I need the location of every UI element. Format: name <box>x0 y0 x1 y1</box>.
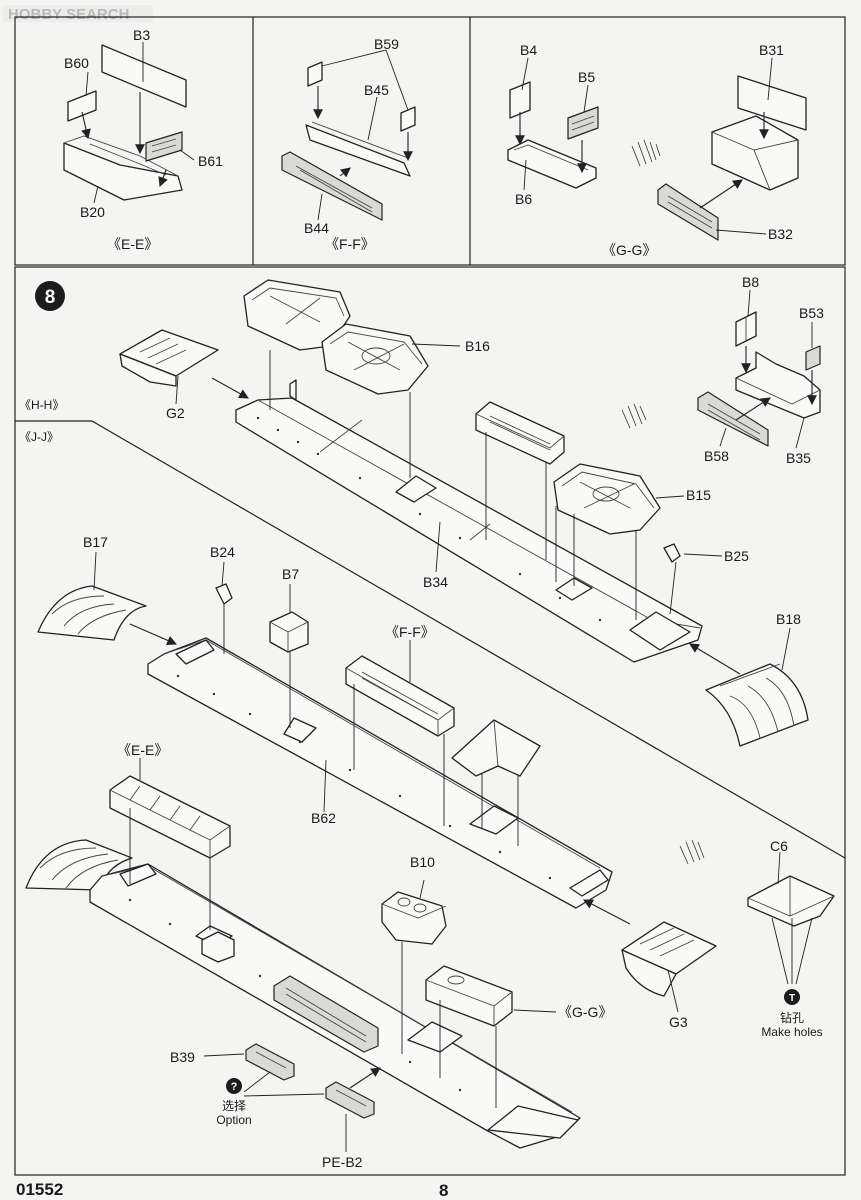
top-frame <box>14 16 846 266</box>
label-b59: B59 <box>374 36 399 52</box>
sub-assembly-f-f: B59 B45 B44 《F-F》 <box>281 36 416 252</box>
assembly-lower: 《E-E》 B10 《G-G》 B39 PE-B2 <box>25 742 612 1170</box>
note-drill-cn: 钻孔 <box>780 1010 804 1025</box>
label-b17: B17 <box>83 534 108 550</box>
part-b6-tray <box>507 139 597 189</box>
kit-number: 01552 <box>16 1180 63 1199</box>
step-number-badge: 8 <box>35 281 65 311</box>
drill-holes-icon: T <box>784 989 800 1005</box>
label-b5: B5 <box>578 69 595 85</box>
part-b20-box <box>63 142 183 201</box>
svg-text:?: ? <box>231 1081 238 1093</box>
note-option-cn: 选择 <box>222 1099 246 1113</box>
watermark-logo: HOBBY SEARCH <box>3 5 153 23</box>
label-b32: B32 <box>768 226 793 242</box>
label-g3: G3 <box>669 1014 688 1030</box>
part-c6-bracket <box>747 875 835 927</box>
label-pe-b2: PE-B2 <box>322 1154 363 1170</box>
view-divider-line <box>15 420 846 859</box>
label-g2: G2 <box>166 405 185 421</box>
part-b58-rail <box>697 391 769 447</box>
svg-text:8: 8 <box>45 287 56 308</box>
label-b24: B24 <box>210 544 235 560</box>
part-b59-right <box>400 106 416 132</box>
sub-assembly-g-g: B4 B5 B6 B31 B32 《G-G》 <box>507 42 807 258</box>
assembly-j-j: B17 B24 B7 《F <box>37 534 835 1039</box>
hatch-mark-g <box>631 139 661 167</box>
page-number: 8 <box>439 1181 448 1200</box>
part-box-e-e <box>109 775 231 859</box>
part-b10-box <box>381 891 447 945</box>
label-b60: B60 <box>64 55 89 71</box>
label-b10: B10 <box>410 854 435 870</box>
part-b5-panel <box>567 106 599 140</box>
label-b25: B25 <box>724 548 749 564</box>
part-b3-panel <box>101 44 187 108</box>
part-b15-can <box>553 463 661 535</box>
part-b59-left <box>307 61 323 87</box>
part-b39-plate <box>245 1043 295 1081</box>
part-b61-panel <box>145 131 183 162</box>
label-b31: B31 <box>759 42 784 58</box>
view-label-g-g: 《G-G》 <box>602 242 656 258</box>
view-label-e-e-main: 《E-E》 <box>117 742 168 758</box>
option-icon: ? <box>226 1078 242 1094</box>
label-b8: B8 <box>742 274 759 290</box>
label-b7: B7 <box>282 566 299 582</box>
part-ammo-box-h <box>475 401 565 465</box>
part-small-box-lower <box>201 931 235 963</box>
label-b4: B4 <box>520 42 537 58</box>
part-b25-handle <box>663 543 681 563</box>
view-label-f-f-main: 《F-F》 <box>385 624 435 640</box>
part-b53-panel <box>805 345 821 371</box>
view-label-e-e: 《E-E》 <box>107 236 158 252</box>
part-b34-fender <box>235 397 703 663</box>
part-ammo-box-f-f <box>345 655 455 737</box>
hatch-mark-h <box>621 403 647 429</box>
part-b24-handle <box>215 583 233 605</box>
view-label-f-f: 《F-F》 <box>325 236 375 252</box>
label-b18: B18 <box>776 611 801 627</box>
step-frame <box>14 266 846 1176</box>
part-b31-panel <box>737 75 807 131</box>
label-b39: B39 <box>170 1049 195 1065</box>
part-rail-lower <box>273 975 379 1053</box>
label-b20: B20 <box>80 204 105 220</box>
label-b61: B61 <box>198 153 223 169</box>
hatch-mark-j <box>679 839 705 865</box>
label-b58: B58 <box>704 448 729 464</box>
svg-text:T: T <box>789 993 795 1004</box>
label-b3: B3 <box>133 27 150 43</box>
svg-text:HOBBY SEARCH: HOBBY SEARCH <box>8 6 129 23</box>
label-b45: B45 <box>364 82 389 98</box>
label-b16: B16 <box>465 338 490 354</box>
view-label-h-h: 《H-H》 <box>19 398 64 412</box>
sub-assembly-e-e: B3 B60 B61 B20 《E-E》 <box>63 27 223 252</box>
label-b35: B35 <box>786 450 811 466</box>
label-b34: B34 <box>423 574 448 590</box>
label-b53: B53 <box>799 305 824 321</box>
part-b32-rail <box>657 183 719 241</box>
part-b45-tray <box>305 124 411 177</box>
label-b6: B6 <box>515 191 532 207</box>
part-b17-mudguard <box>37 585 147 641</box>
view-label-g-g-main: 《G-G》 <box>558 1004 612 1020</box>
part-b18-mudguard <box>705 663 809 747</box>
label-b15: B15 <box>686 487 711 503</box>
label-b44: B44 <box>304 220 329 236</box>
note-option-en: Option <box>216 1113 251 1127</box>
note-drill-en: Make holes <box>761 1025 822 1039</box>
view-label-j-j: 《J-J》 <box>19 430 59 444</box>
label-c6: C6 <box>770 838 788 854</box>
assembly-h-h: G2 B16 B34 B15 <box>119 274 824 747</box>
part-b60-panel <box>67 90 97 122</box>
label-b62: B62 <box>311 810 336 826</box>
